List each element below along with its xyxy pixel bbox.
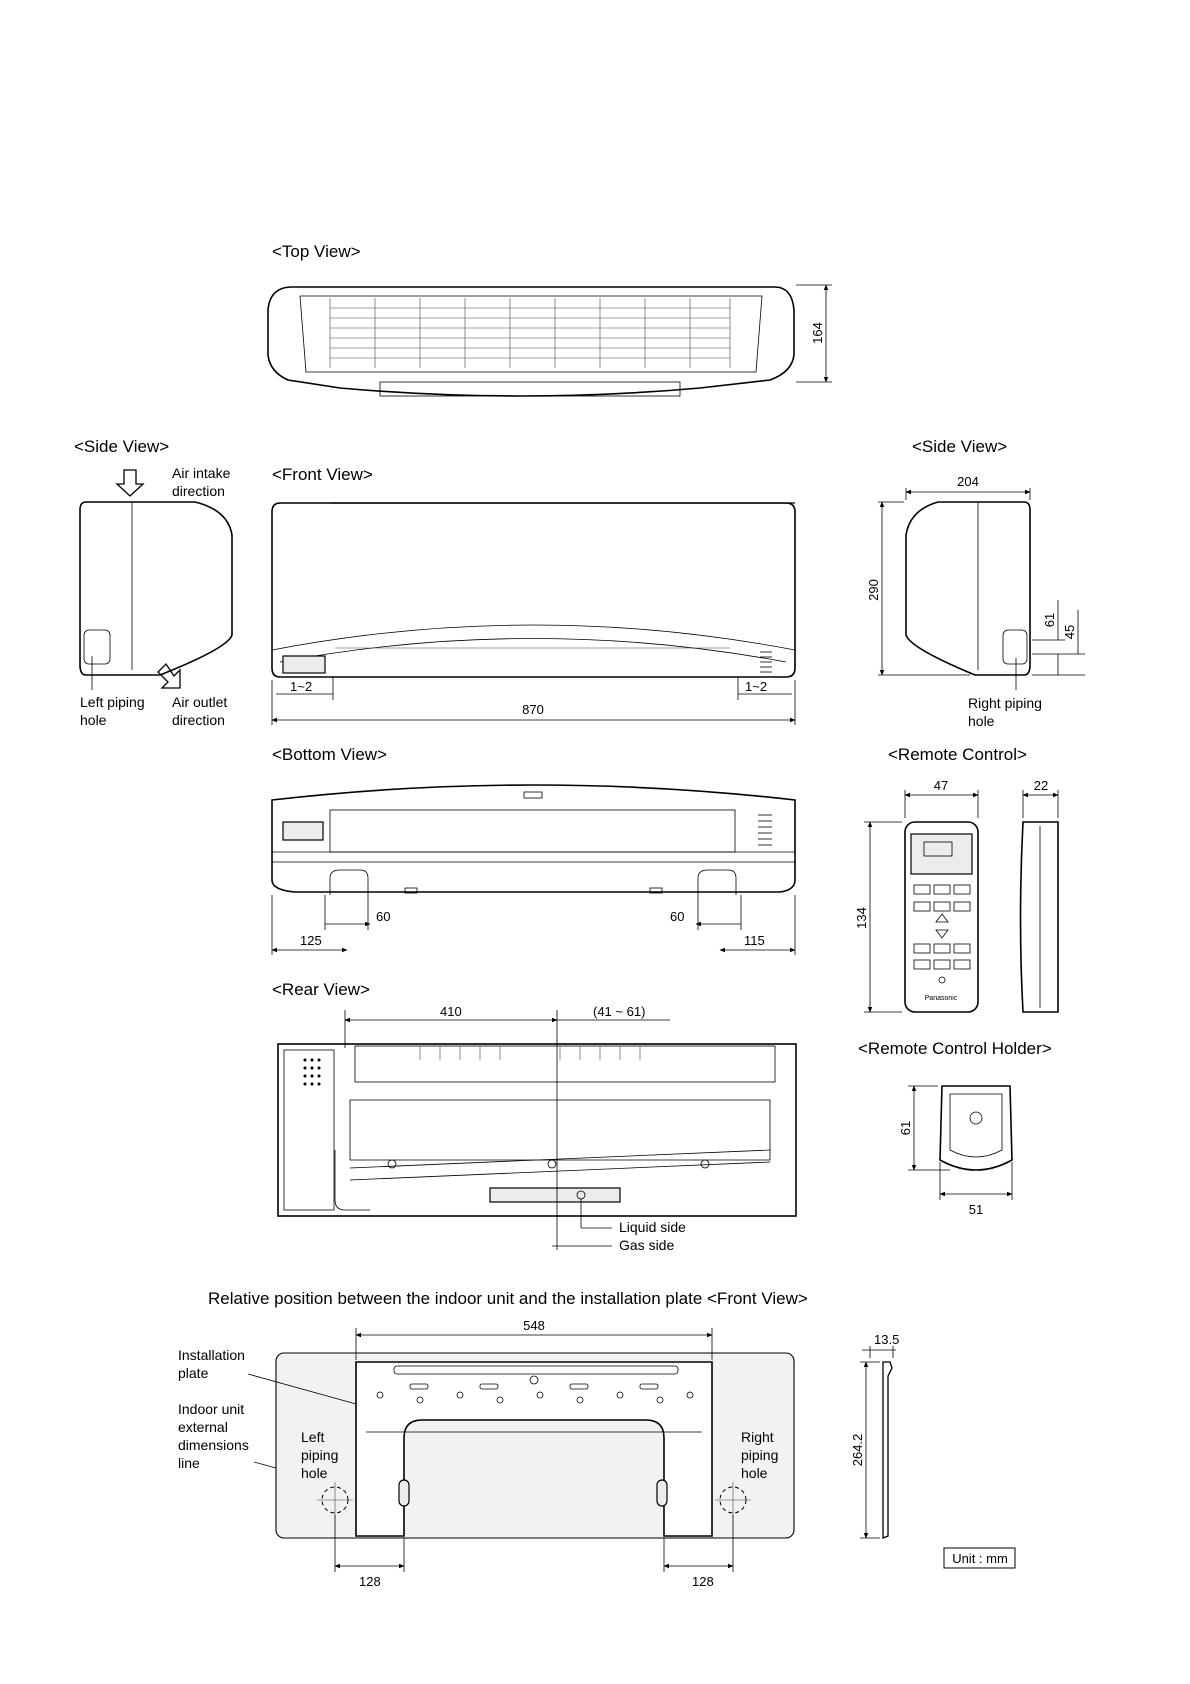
unit-note: Unit : mm [943, 1547, 1016, 1569]
right-side-view: <Side View> 204 290 61 45 Right piping h… [866, 437, 1085, 729]
plate-right-piping-hole-icon [715, 1482, 751, 1518]
plate-left-hole-label: Left piping hole [301, 1429, 342, 1481]
top-view: <Top View> 164 [267, 242, 832, 397]
bottom-view: <Bottom View> 60 60 125 115 [271, 745, 796, 955]
left-side-view: <Side View> Air intake direction Air out… [74, 437, 234, 728]
air-outlet-label: Air outlet direction [172, 694, 231, 728]
front-indicator-lamps [760, 651, 772, 673]
plate-right-hole-label: Right piping hole [741, 1429, 782, 1481]
rear-view: <Rear View> 410 (41 ~ 61) [272, 980, 797, 1253]
left-piping-hole-label: Left piping hole [80, 694, 149, 728]
dim-plate-128-right: 128 [692, 1574, 714, 1589]
liquid-side-label: Liquid side [619, 1219, 686, 1235]
remote-holder-view: <Remote Control Holder> 61 51 [858, 1039, 1052, 1217]
rear-vent-dots [303, 1058, 321, 1086]
air-intake-arrow-icon [115, 469, 145, 497]
dim-side-pipe-a: 61 [1042, 613, 1057, 627]
indoor-unit-line-label: Indoor unit external dimensions line [178, 1401, 253, 1471]
dim-remote-height: 134 [854, 907, 869, 929]
dim-front-gap-left: 1~2 [290, 679, 312, 694]
dim-remote-width: 47 [934, 778, 948, 793]
air-outlet-arrow-icon [157, 662, 181, 689]
plate-side-profile: 13.5 264.2 [850, 1332, 899, 1539]
dim-rear-410: 410 [440, 1004, 462, 1019]
dim-plate-side: 13.5 [874, 1332, 899, 1347]
remote-holder-title: <Remote Control Holder> [858, 1039, 1052, 1058]
dim-plate-128-left: 128 [359, 1574, 381, 1589]
dim-front-gap-right: 1~2 [745, 679, 767, 694]
dim-plate-height: 264.2 [850, 1434, 865, 1467]
installation-plate-label: Installation plate [178, 1347, 249, 1381]
dim-holder-height: 61 [898, 1121, 913, 1135]
dim-plate-width: 548 [523, 1318, 545, 1333]
dim-top-depth: 164 [810, 322, 825, 344]
dim-front-width: 870 [522, 702, 544, 717]
remote-control-view: <Remote Control> Panasonic 47 134 22 [854, 745, 1059, 1013]
dim-bottom-60-right: 60 [670, 909, 684, 924]
gas-side-label: Gas side [619, 1237, 674, 1253]
rear-view-title: <Rear View> [272, 980, 370, 999]
dim-bottom-60-left: 60 [376, 909, 390, 924]
installation-plate-view: Relative position between the indoor uni… [178, 1289, 808, 1589]
dim-side-height: 290 [866, 579, 881, 601]
top-view-grille [329, 298, 731, 368]
plate-left-piping-hole-icon [317, 1482, 353, 1518]
left-side-title: <Side View> [74, 437, 169, 456]
plate-holes [376, 1375, 694, 1404]
bottom-indicator-lamps [758, 814, 772, 846]
right-piping-hole-label: Right piping hole [968, 695, 1046, 729]
dim-bottom-125: 125 [300, 933, 322, 948]
air-intake-label: Air intake direction [172, 465, 234, 499]
top-view-title: <Top View> [272, 242, 361, 261]
right-side-title: <Side View> [912, 437, 1007, 456]
dim-rear-range: (41 ~ 61) [593, 1004, 645, 1019]
dim-side-pipe-b: 45 [1062, 625, 1077, 639]
unit-label: Unit : mm [952, 1551, 1008, 1566]
plate-section-title: Relative position between the indoor uni… [208, 1289, 808, 1308]
remote-control-title: <Remote Control> [888, 745, 1027, 764]
dim-remote-thickness: 22 [1034, 778, 1048, 793]
front-view-title: <Front View> [272, 465, 373, 484]
remote-buttons [913, 884, 971, 984]
front-view: <Front View> 870 1~2 1~2 [271, 465, 796, 725]
dim-side-width: 204 [957, 474, 979, 489]
dim-holder-width: 51 [969, 1202, 983, 1217]
rear-fins [419, 1046, 641, 1060]
remote-brand: Panasonic [925, 995, 958, 1002]
bottom-view-title: <Bottom View> [272, 745, 387, 764]
dim-bottom-115: 115 [744, 933, 765, 948]
